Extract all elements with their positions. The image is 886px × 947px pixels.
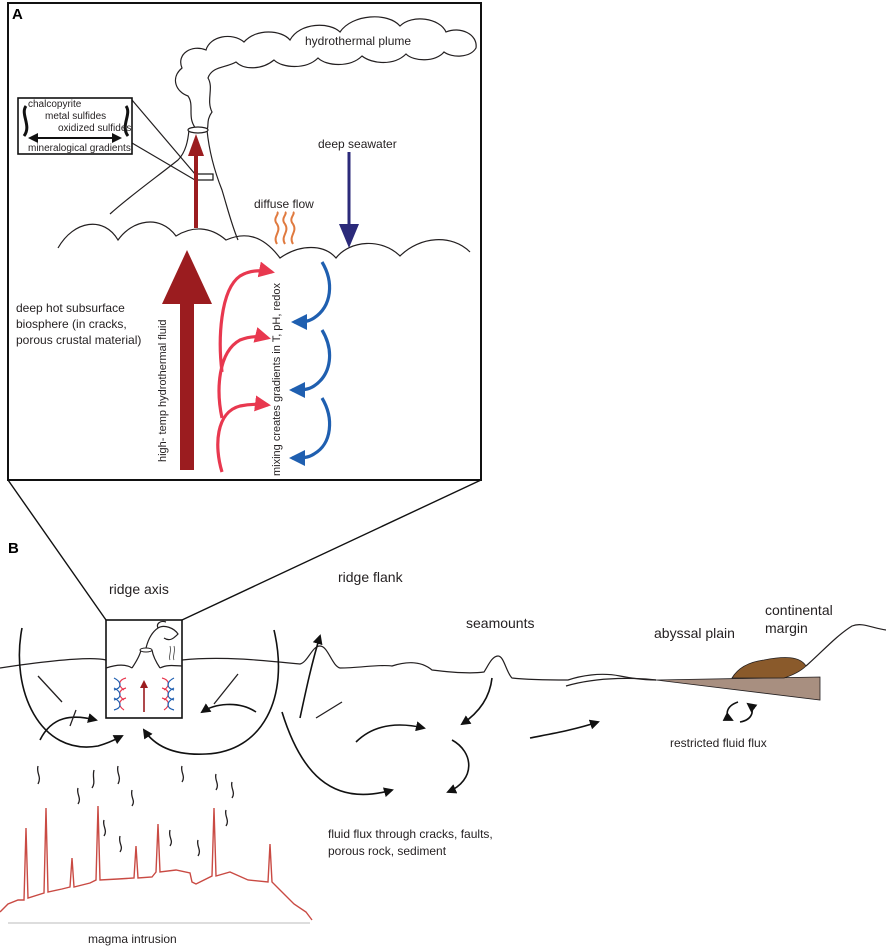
label-deep-seawater: deep seawater — [318, 137, 397, 151]
mineral-callout-line-2 — [131, 142, 196, 181]
label-biosphere-line-2: biosphere (in cracks, — [16, 317, 127, 331]
inset-cold-arrows — [113, 677, 175, 711]
diffuse-flow-squiggles — [274, 211, 296, 245]
label-mixing-gradients: mixing creates gradients in T, pH, redox — [271, 283, 283, 476]
warm-arrow-3 — [216, 395, 271, 473]
flank-flow-arrows — [281, 634, 600, 798]
flank-flow-curl — [446, 739, 470, 794]
high-temp-fluid-arrow-shaft — [180, 290, 194, 470]
hydrothermal-plume-cloud — [174, 16, 477, 131]
label-hydrothermal-plume: hydrothermal plume — [305, 34, 411, 48]
mineral-gradient-arrowhead-left — [28, 133, 38, 143]
seafloor-profile — [0, 645, 657, 681]
restricted-flux-arrow-right — [739, 702, 758, 723]
inset-seafloor — [105, 664, 183, 669]
cold-arrow-2 — [289, 329, 332, 398]
zoom-line-left — [7, 479, 107, 621]
black-smoker-chimney — [109, 129, 239, 241]
high-temp-fluid-arrowhead — [162, 250, 212, 304]
warm-arrow-1 — [218, 261, 275, 373]
panel-a-seafloor — [57, 221, 471, 259]
panel-a-letter: A — [12, 6, 23, 23]
chimney-vent-opening — [187, 126, 209, 134]
restricted-flux-arrow-left — [722, 701, 739, 721]
label-magma-intrusion: magma intrusion — [88, 932, 177, 946]
label-abyssal-plain: abyssal plain — [654, 625, 735, 641]
abyssal-flow-right — [529, 719, 600, 739]
ridge-flow-left-inner — [39, 713, 98, 741]
warm-mixing-arrows — [216, 261, 275, 473]
inset-plume — [145, 620, 179, 649]
continental-slope — [805, 624, 886, 667]
panel-b-letter: B — [8, 540, 19, 557]
label-fluid-flux-line-1: fluid flux through cracks, faults, — [328, 827, 493, 841]
label-continental-line-1: continental — [765, 602, 833, 618]
flank-flow-deep — [281, 711, 394, 798]
flank-flow-mid — [355, 721, 426, 743]
label-oxidized-sulfides: oxidized sulfides — [58, 123, 131, 134]
ridge-axis-flow-arrows — [18, 627, 280, 755]
vent-fluid-arrowhead — [188, 134, 204, 156]
sediment-deposit — [731, 657, 807, 679]
panel-a: A hydrothermal plume chalcopyrite metal … — [7, 2, 482, 481]
mineral-callout-line-1 — [131, 99, 196, 175]
crustal-cracks — [36, 673, 343, 857]
inset-diffuse-flow — [168, 645, 176, 661]
ridge-flow-right-inner — [200, 703, 257, 714]
abyssal-plain-ridge — [565, 677, 657, 687]
panel-a-frame — [7, 2, 482, 481]
mineral-box — [17, 97, 133, 155]
cold-arrow-3 — [289, 397, 332, 466]
label-high-temp-fluid: high- temp hydrothermal fluid — [157, 320, 169, 462]
label-ridge-flank: ridge flank — [338, 569, 404, 585]
seamount-flow-down — [460, 677, 493, 726]
label-fluid-flux-line-2: porous rock, sediment — [328, 844, 447, 858]
magma-intrusion-profile — [0, 805, 313, 921]
label-chalcopyrite: chalcopyrite — [28, 99, 82, 110]
label-continental-line-2: margin — [765, 620, 808, 636]
inset-vent-opening — [139, 647, 153, 653]
deep-seawater-arrowhead — [339, 224, 359, 248]
ridge-flow-right-outer — [142, 629, 280, 755]
label-biosphere-line-1: deep hot subsurface — [16, 301, 125, 315]
mineral-bracket-left — [22, 105, 29, 137]
cold-arrow-1 — [291, 261, 332, 330]
mineral-gradient-arrowhead-right — [112, 133, 122, 143]
label-seamounts: seamounts — [466, 615, 534, 631]
warm-arrow-2 — [217, 327, 271, 419]
label-diffuse-flow: diffuse flow — [254, 197, 314, 211]
cold-mixing-arrows — [289, 261, 332, 466]
mineral-bracket-right — [123, 105, 130, 137]
label-metal-sulfides: metal sulfides — [45, 111, 106, 122]
label-ridge-axis: ridge axis — [109, 581, 169, 597]
crust-wedge — [655, 676, 821, 701]
ridge-flow-left-outer — [18, 627, 124, 748]
label-mineralogical-gradients: mineralogical gradients — [28, 143, 131, 154]
flank-flow-up — [299, 634, 323, 719]
zoom-line-right — [181, 479, 482, 621]
label-biosphere-line-3: porous crustal material) — [16, 333, 141, 347]
label-restricted-flux: restricted fluid flux — [670, 736, 767, 750]
panel-b: B ridge axis ridge flank seamounts abyss… — [0, 540, 886, 946]
